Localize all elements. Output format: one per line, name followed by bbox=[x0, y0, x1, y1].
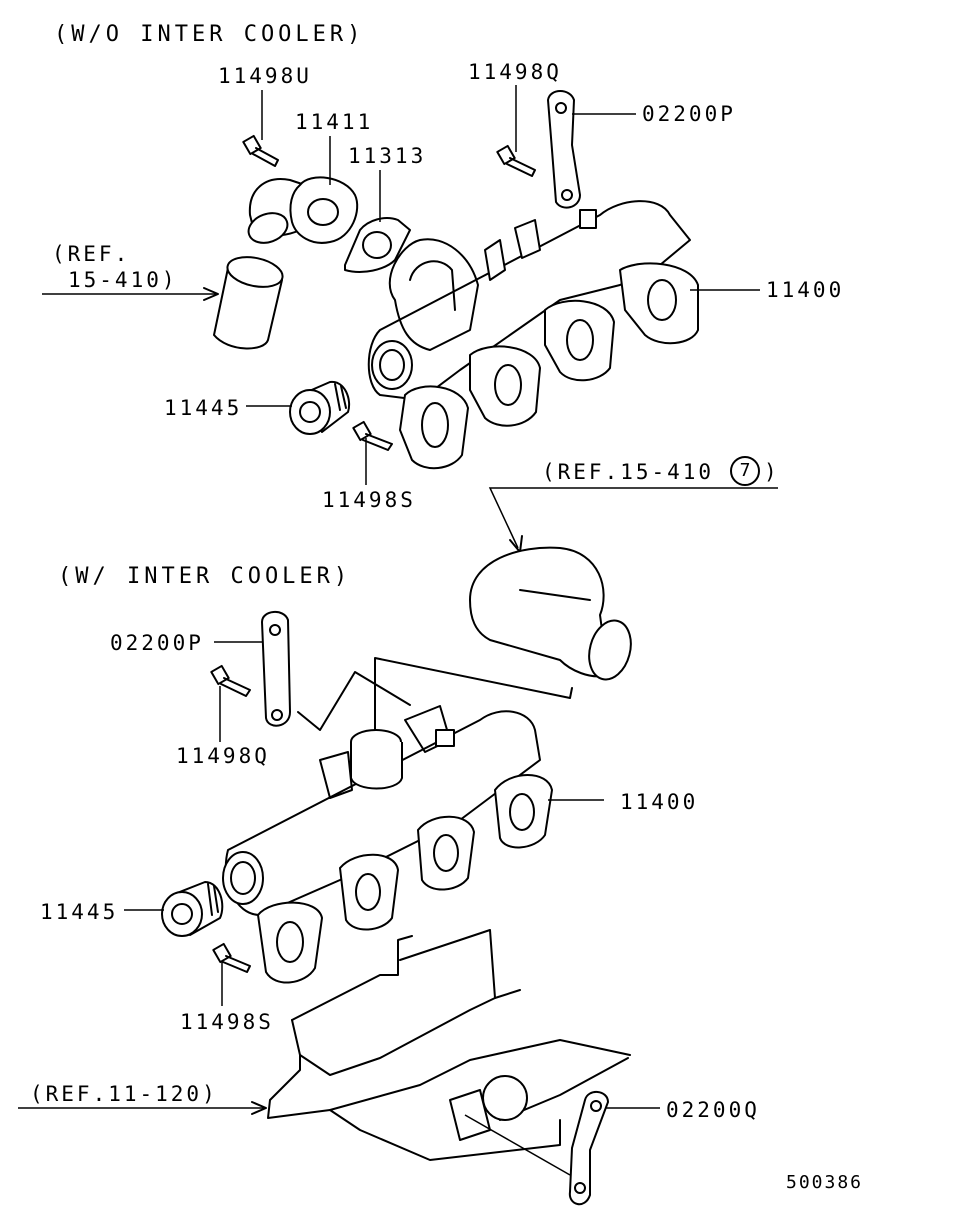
label-11498s-top: 11498S bbox=[322, 488, 416, 512]
bolt-11498q-top-part bbox=[496, 144, 536, 177]
label-ref-15-410: (REF.15-410 bbox=[542, 460, 715, 484]
label-ref-close: ) bbox=[764, 460, 780, 484]
label-ref-line1: (REF. bbox=[52, 242, 131, 266]
engine-block-ref-11-120-part bbox=[267, 929, 631, 1176]
elbow-11411-part bbox=[247, 176, 359, 244]
hose-ref-15-410-part bbox=[213, 256, 284, 350]
label-11313: 11313 bbox=[348, 144, 427, 168]
label-11400-top: 11400 bbox=[766, 278, 845, 302]
plug-11445-top-part bbox=[289, 380, 350, 435]
label-11498s-bottom: 11498S bbox=[180, 1010, 274, 1034]
title-without-intercooler: (W/O INTER COOLER) bbox=[54, 22, 365, 47]
circled-number-badge: 7 bbox=[730, 456, 760, 486]
bolt-11498u-part bbox=[242, 134, 279, 167]
gasket-11313-part bbox=[344, 217, 411, 273]
label-11498q-top: 11498Q bbox=[468, 60, 562, 84]
bolt-11498s-top-part bbox=[352, 420, 393, 451]
manifold-11400-top-part bbox=[367, 200, 699, 470]
label-02200p-top: 02200P bbox=[642, 102, 736, 126]
label-11445-top: 11445 bbox=[164, 396, 243, 420]
bolt-11498q-bottom-part bbox=[210, 664, 251, 697]
label-ref-11-120: (REF.11-120) bbox=[30, 1082, 218, 1106]
intercooler-pipe-outline bbox=[297, 657, 573, 736]
manifold-11400-bottom-part bbox=[222, 705, 553, 984]
bracket-02200q-part bbox=[568, 1091, 609, 1206]
bolt-11498s-bottom-part bbox=[212, 942, 251, 973]
title-with-intercooler: (W/ INTER COOLER) bbox=[58, 564, 352, 589]
ref-arrow-11-120-head bbox=[251, 1101, 267, 1115]
label-11498u: 11498U bbox=[218, 64, 312, 88]
diagram-id: 500386 bbox=[786, 1172, 864, 1193]
bracket-02200p-top-part bbox=[547, 90, 581, 209]
intercooler-elbow-part bbox=[469, 546, 632, 681]
label-02200q: 02200Q bbox=[666, 1098, 760, 1122]
label-11445-bottom: 11445 bbox=[40, 900, 119, 924]
label-11498q-bottom: 11498Q bbox=[176, 744, 270, 768]
ref-15-410-7-line bbox=[488, 487, 778, 549]
bracket-02200p-bottom-part bbox=[261, 611, 291, 727]
label-02200p-bottom: 02200P bbox=[110, 631, 204, 655]
ref-arrow-15-410-head bbox=[203, 287, 219, 301]
label-ref-line2: 15-410) bbox=[68, 268, 178, 292]
label-11400-bottom: 11400 bbox=[620, 790, 699, 814]
plug-11445-bottom-part bbox=[161, 881, 224, 937]
label-11411: 11411 bbox=[295, 110, 374, 134]
